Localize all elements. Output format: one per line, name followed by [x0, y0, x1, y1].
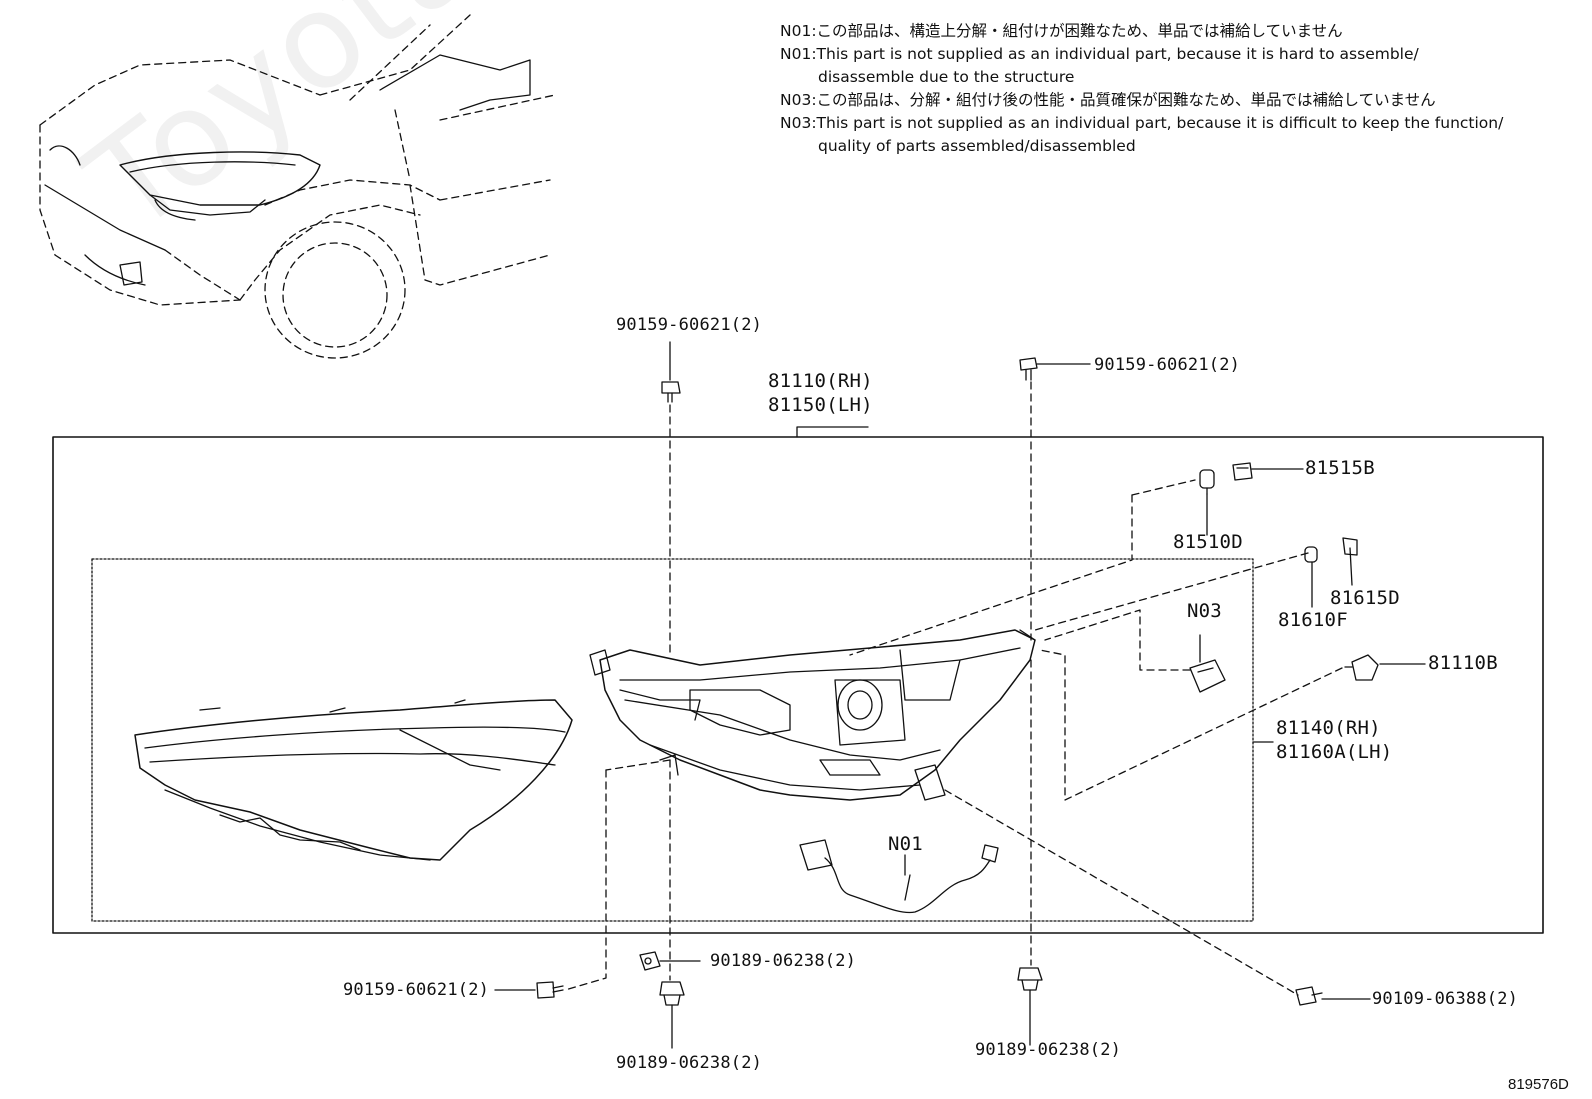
- label-bolt-top-left: 90159-60621(2): [616, 315, 763, 335]
- nut-bottom-right-icon: [1017, 967, 1043, 991]
- diagram-code: 819576D: [1508, 1076, 1569, 1093]
- bolt-top-right-icon: [1019, 357, 1038, 381]
- label-81615d: 81615D: [1330, 587, 1400, 609]
- socket-81515b-icon: [1232, 462, 1253, 481]
- label-nut-bottom-right: 90189-06238(2): [975, 1040, 1122, 1060]
- note-line: N03:この部品は、分解・組付け後の性能・品質確保が困難なため、単品では補給して…: [780, 91, 1436, 109]
- unit-frame: [91, 558, 1254, 922]
- label-n03: N03: [1187, 600, 1222, 622]
- module-n03-icon: [1189, 659, 1226, 693]
- label-unit-rh: 81140(RH): [1276, 717, 1381, 739]
- nut-mid-icon: [639, 951, 661, 971]
- wiring-harness: [799, 839, 999, 914]
- label-81610f: 81610F: [1278, 609, 1348, 631]
- vehicle-location-sketch: [39, 14, 556, 359]
- bolt-top-left-icon: [661, 381, 681, 403]
- bolt-bottom-left-icon: [536, 981, 564, 999]
- socket-81615d-icon: [1342, 537, 1358, 556]
- label-n01: N01: [888, 833, 923, 855]
- label-81515b: 81515B: [1305, 457, 1375, 479]
- note-line: disassemble due to the structure: [818, 68, 1075, 86]
- notes-block: N01:この部品は、構造上分解・組付けが困難なため、単品では補給していません N…: [780, 20, 1580, 158]
- note-line: quality of parts assembled/disassembled: [818, 137, 1136, 155]
- assembly-frame: [52, 436, 1544, 934]
- label-81510d: 81510D: [1173, 531, 1243, 553]
- label-assembly-lh: 81150(LH): [768, 394, 873, 416]
- label-screw-bottom-right: 90109-06388(2): [1372, 989, 1519, 1009]
- label-unit-lh: 81160A(LH): [1276, 741, 1393, 763]
- note-line: N01:This part is not supplied as an indi…: [780, 45, 1419, 63]
- screw-bottom-right-icon: [1295, 986, 1323, 1006]
- headlight-lens: [134, 699, 573, 861]
- note-line: N01:この部品は、構造上分解・組付けが困難なため、単品では補給していません: [780, 22, 1343, 40]
- label-nut-bottom-left: 90189-06238(2): [616, 1053, 763, 1073]
- label-bolt-top-right: 90159-60621(2): [1094, 355, 1241, 375]
- leader-lines: [494, 341, 1426, 1049]
- assembly-lines: [564, 381, 1343, 996]
- bulb-81510d-icon: [1199, 469, 1215, 495]
- headlight-housing: [589, 629, 1036, 801]
- bulb-81110b-icon: [1344, 654, 1379, 681]
- label-assembly-rh: 81110(RH): [768, 370, 873, 392]
- nut-bottom-left-icon: [659, 981, 685, 1006]
- label-81110b: 81110B: [1428, 652, 1498, 674]
- label-bolt-bottom-left: 90159-60621(2): [343, 980, 490, 1000]
- bulb-81610f-icon: [1304, 546, 1318, 563]
- note-line: N03:This part is not supplied as an indi…: [780, 114, 1504, 132]
- label-nut-mid: 90189-06238(2): [710, 951, 857, 971]
